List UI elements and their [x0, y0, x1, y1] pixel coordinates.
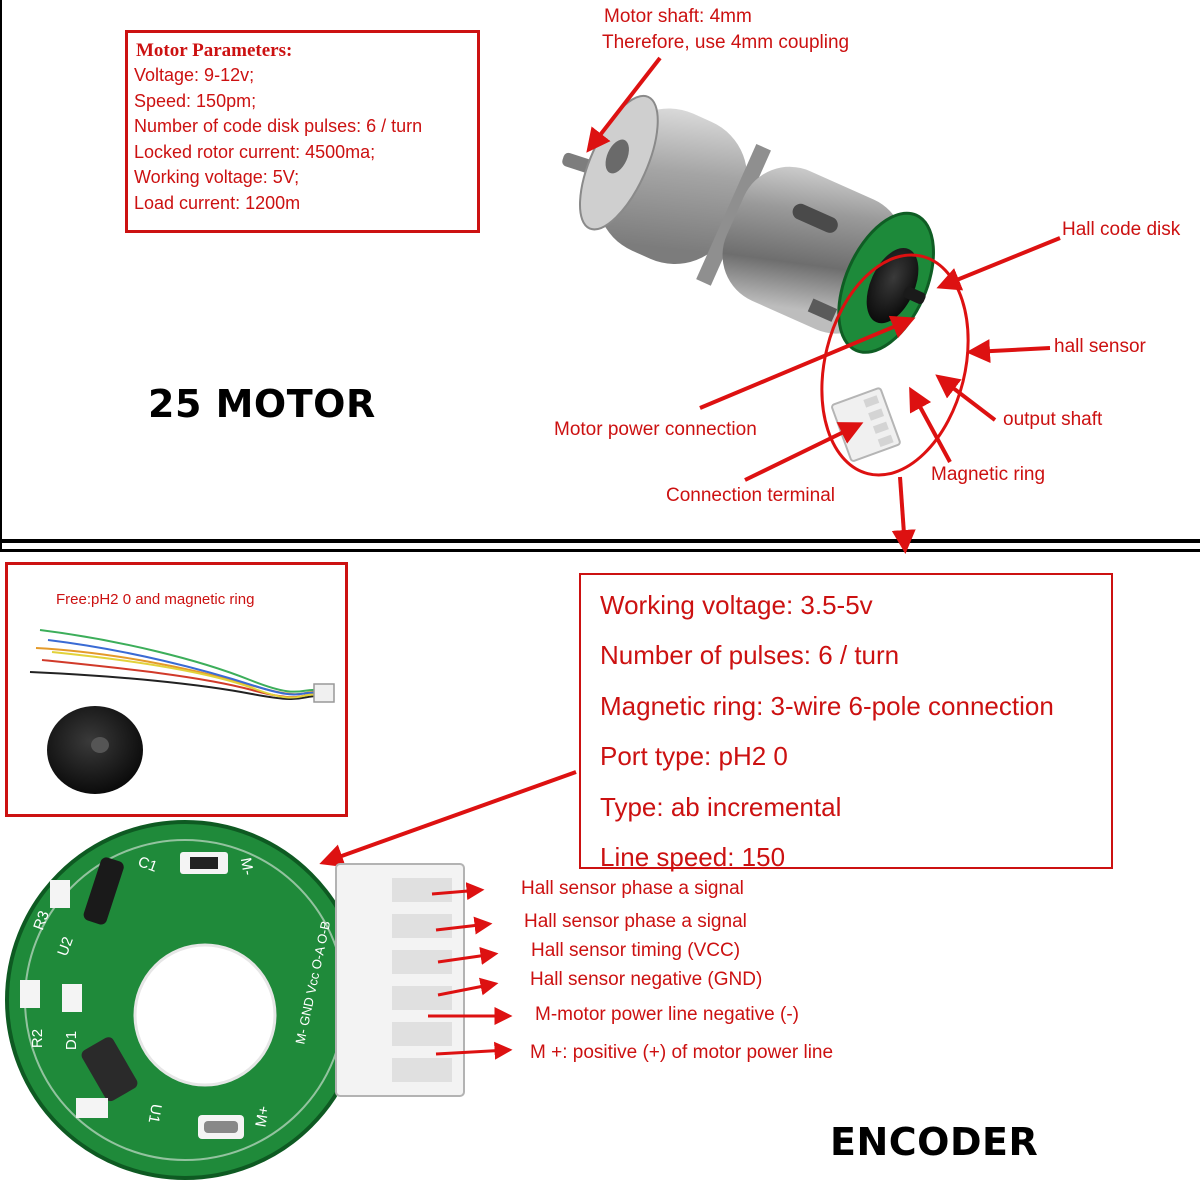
shaft-bushing: [605, 139, 629, 174]
pin-arrow: [437, 946, 499, 965]
label-motor-power-connection: Motor power connection: [554, 419, 757, 440]
smd-c1-body: [190, 857, 218, 869]
label-connection-terminal: Connection terminal: [666, 485, 835, 506]
smd-r2: [20, 980, 40, 1008]
output-shaft-end: [903, 286, 926, 305]
pin-label-motor-positive: M +: positive (+) of motor power line: [530, 1042, 834, 1063]
pin-arrow: [435, 916, 493, 935]
pin-arrow: [431, 882, 485, 901]
arrow-spec-to-connector: [319, 770, 577, 868]
magnetic-ring-hole: [91, 737, 109, 753]
arrow-power-connection: [699, 315, 916, 410]
gearbox-motor-joint: [696, 143, 771, 286]
motor-heading: 25 MOTOR: [148, 382, 376, 426]
encoder-spec-line: Working voltage: 3.5-5v: [600, 590, 873, 620]
pin-arrow: [437, 977, 499, 997]
free-items-box: [5, 562, 348, 817]
motor-param-line: Working voltage: 5V;: [134, 167, 300, 187]
encoder-spec-line: Type: ab incremental: [600, 791, 842, 822]
cable-wire: [39, 629, 319, 693]
connector-pin-slot: [392, 1058, 452, 1082]
gear-motor-image: [562, 94, 935, 462]
motor-can-slot: [792, 203, 838, 233]
arrow-shaft: [586, 56, 662, 153]
encoder-spec-line: Line speed: 150: [600, 842, 786, 873]
connector-pin-slot: [392, 878, 452, 902]
pin-arrows: [428, 882, 513, 1060]
section-divider-lower: [0, 549, 1200, 552]
free-items-label: Free:pH2 0 and magnetic ring: [56, 591, 255, 608]
connector-slot: [872, 421, 889, 434]
connector-slot: [863, 395, 880, 408]
encoder-spec-line: Number of pulses: 6 / turn: [600, 640, 900, 671]
cable-wire: [47, 639, 319, 696]
pin-label-vcc: Hall sensor timing (VCC): [531, 940, 741, 961]
label-hall-code-disk: Hall code disk: [1062, 219, 1181, 240]
cable-wire: [29, 671, 319, 700]
pin-label-motor-negative: M-motor power line negative (-): [535, 1004, 799, 1025]
label-output-shaft: output shaft: [1003, 409, 1103, 430]
ph2-connector: [313, 683, 335, 703]
encoder-spec-line: Port type: pH2 0: [600, 741, 788, 772]
connector-pin-slot: [392, 986, 452, 1010]
label-motor-shaft: Motor shaft: 4mm: [604, 6, 752, 27]
smd-r1: [76, 1098, 108, 1118]
encoder-spec-box: Working voltage: 3.5-5v Number of pulses…: [579, 573, 1113, 872]
pcb-center-hole: [133, 943, 277, 1087]
motor-can-tab: [807, 298, 838, 322]
connector-pin-slot: [392, 1022, 452, 1046]
hall-sensor-u1: [81, 1037, 138, 1102]
motor-param-line: Speed: 150pm;: [134, 90, 257, 111]
left-edge-line: [0, 0, 2, 552]
motor-param-line: Voltage: 9-12v;: [134, 65, 255, 85]
connector-slot: [868, 408, 885, 421]
silk-m-plus: M+: [252, 1104, 273, 1129]
motor-param-line: Locked rotor current: 4500ma;: [134, 141, 376, 162]
label-hall-sensor: hall sensor: [1054, 336, 1146, 357]
pin-label-gnd: Hall sensor negative (GND): [530, 969, 763, 990]
pin-label-phase-b: Hall sensor phase a signal: [524, 911, 747, 932]
motor-connector: [831, 387, 901, 462]
pin-label-phase-a: Hall sensor phase a signal: [521, 878, 744, 899]
motor-callout-arrows: [319, 56, 1061, 868]
silk-m-minus: M-: [236, 856, 257, 877]
hall-sensor-u2: [83, 857, 124, 925]
encoder-pcb-image: [5, 820, 465, 1180]
silk-r2: R2: [29, 1028, 47, 1049]
connector-pin-slot: [392, 914, 452, 938]
label-magnetic-ring: Magnetic ring: [931, 464, 1046, 485]
motor-parameters-box: Motor Parameters: Voltage: 9-12v; Speed:…: [125, 30, 480, 233]
smd-d1: [62, 984, 82, 1012]
pin-arrow: [435, 1041, 513, 1060]
section-divider-upper: [0, 539, 1200, 543]
arrow-output-shaft: [935, 374, 997, 422]
arrow-magnetic-ring: [909, 386, 952, 463]
free-items-image: [29, 629, 335, 794]
motor-pad-plus-hole: [204, 1121, 238, 1133]
arrow-hall-sensor: [966, 339, 1051, 364]
arrow-to-encoder: [891, 476, 916, 554]
silk-d1: D1: [63, 1030, 81, 1051]
cable-wire: [51, 651, 319, 699]
arrow-hall-code-disk: [936, 236, 1061, 291]
encoder-spec-line: Magnetic ring: 3-wire 6-pole connection: [600, 690, 1054, 721]
motor-param-line: Load current: 1200m: [134, 192, 301, 213]
motor-parameters-title: Motor Parameters:: [136, 40, 293, 61]
arrow-connection-terminal: [744, 422, 864, 482]
label-coupling: Therefore, use 4mm coupling: [602, 32, 850, 53]
encoder-highlight-ellipse: [820, 253, 970, 477]
encoder-heading: ENCODER: [830, 1120, 1039, 1164]
silk-u1: U1: [144, 1102, 165, 1125]
smd-r3: [50, 880, 70, 908]
motor-param-line: Number of code disk pulses: 6 / turn: [134, 116, 423, 136]
connector-slot: [877, 434, 894, 448]
